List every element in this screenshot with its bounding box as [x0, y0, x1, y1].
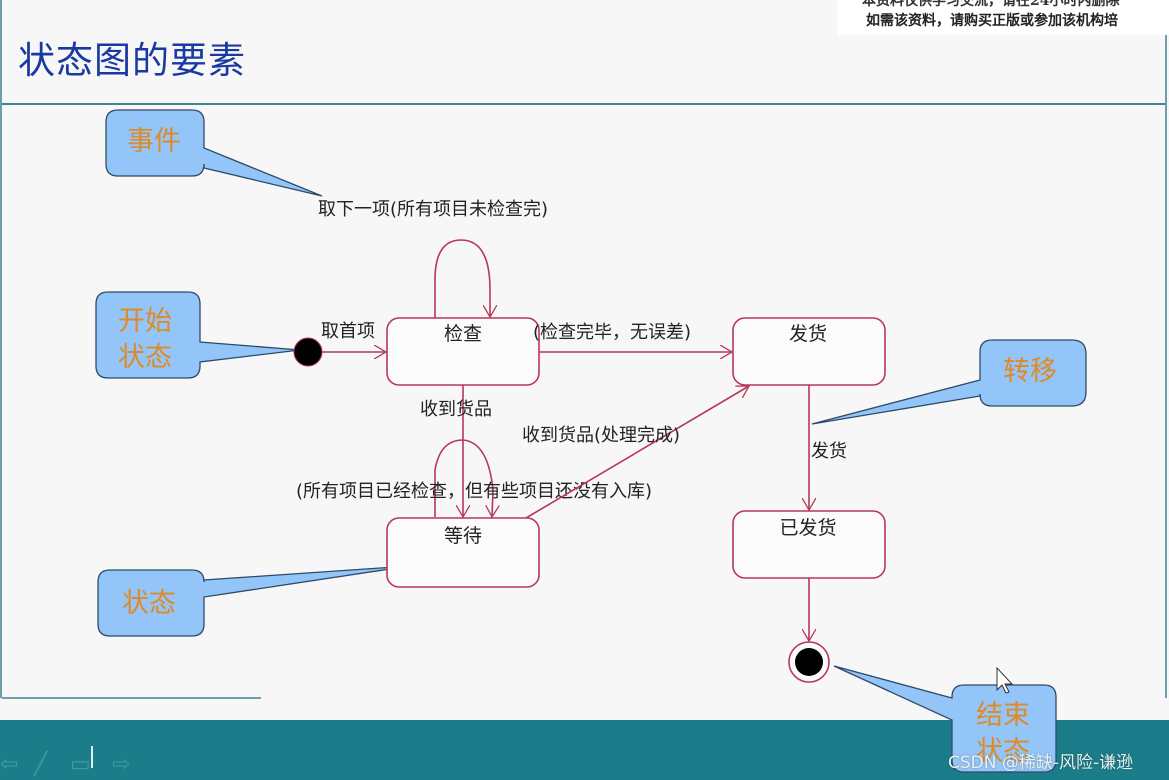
state-shipped-label: 已发货 [779, 517, 836, 539]
transition-label-first-item: 取首项 [321, 321, 375, 342]
callout-event-text: 事件 [127, 126, 181, 157]
title-area: 状态图的要素 [2, 0, 1165, 105]
state-wait-label: 等待 [444, 525, 482, 547]
transition-check-to-wait[interactable]: 收到货品 [420, 385, 492, 517]
pen-icon[interactable]: ╱ [34, 752, 48, 777]
callout-event: 事件 [105, 109, 323, 197]
watermark-line-2: 如需该资料，请购买正版或参加该机构培 [866, 13, 1118, 29]
state-check[interactable]: 检查 [386, 317, 540, 386]
transition-label-processed: 收到货品(处理完成) [522, 425, 680, 446]
watermark-notice: 本资料仅供学习交流，请在24小时内删除 如需该资料，请购买正版或参加该机构培 [838, 0, 1169, 35]
state-ship-label: 发货 [789, 323, 827, 345]
slide-frame [0, 0, 1167, 698]
transition-label-partial-stock: (所有项目已经检查，但有些项目还没有入库) [296, 481, 652, 502]
initial-state[interactable] [293, 337, 323, 367]
transition-wait-to-ship[interactable]: 收到货品(处理完成) [522, 385, 749, 519]
callout-start-text-1: 开始 [118, 306, 172, 337]
menu-icon[interactable]: ▭ [70, 752, 91, 777]
callout-transition: 转移 [811, 339, 1087, 425]
callout-end-text-2: 状态 [976, 736, 1030, 767]
callout-transition-text: 转移 [1003, 356, 1057, 387]
callout-end-text-1: 结束 [976, 700, 1030, 731]
back-icon[interactable]: ⇦ [0, 752, 19, 777]
transition-label-check-done: (检查完毕，无误差) [533, 322, 691, 343]
callout-start-text-2: 状态 [118, 342, 172, 373]
transition-check-to-ship[interactable]: (检查完毕，无误差) [533, 322, 732, 352]
callout-start-state: 开始 状态 [95, 291, 301, 379]
state-ship[interactable]: 发货 [732, 317, 886, 386]
transition-label-ship: 发货 [811, 441, 847, 462]
mouse-cursor-icon [996, 666, 1014, 694]
final-state[interactable] [788, 641, 830, 683]
transition-check-self-loop[interactable]: 取下一项(所有项目未检查完) [318, 199, 548, 318]
callout-end-state: 结束 状态 [833, 665, 1057, 773]
transition-wait-self-loop[interactable]: (所有项目已经检查，但有些项目还没有入库) [296, 439, 652, 517]
state-shipped[interactable]: 已发货 [732, 510, 886, 579]
csdn-credit: CSDN @稀缺-风险-谦逊 [948, 753, 1134, 773]
state-check-label: 检查 [444, 323, 482, 345]
content-divider [2, 697, 261, 699]
slide-title: 状态图的要素 [18, 39, 246, 82]
transition-ship-to-shipped[interactable]: 发货 [809, 385, 847, 510]
transition-label-goods-received: 收到货品 [420, 399, 492, 420]
watermark-line-1: 本资料仅供学习交流，请在24小时内删除 [862, 0, 1120, 9]
callout-state-text: 状态 [122, 588, 176, 619]
state-wait[interactable]: 等待 [386, 517, 540, 588]
forward-icon[interactable]: ⇨ [112, 752, 131, 777]
text-cursor [91, 746, 93, 768]
transition-initial-to-check[interactable]: 取首项 [321, 321, 386, 352]
callout-state: 状态 [97, 565, 411, 637]
transition-label-next-item: 取下一项(所有项目未检查完) [318, 199, 548, 220]
